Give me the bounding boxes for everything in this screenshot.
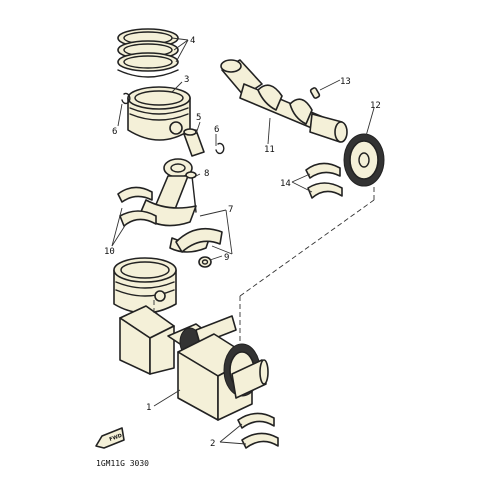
cam-sprocket bbox=[343, 133, 385, 187]
callout-1: 1 bbox=[146, 403, 151, 413]
piston-rings bbox=[117, 28, 179, 78]
rod-bolt bbox=[185, 171, 197, 213]
dowel-pin bbox=[309, 87, 321, 99]
callout-2: 2 bbox=[210, 439, 215, 449]
forward-arrow: FWD bbox=[95, 427, 125, 449]
callout-3: 3 bbox=[184, 75, 189, 85]
rod-nut bbox=[198, 256, 212, 268]
circlip-left bbox=[121, 92, 131, 105]
bearing-shells-left bbox=[117, 186, 157, 227]
camshaft bbox=[220, 59, 348, 143]
circlip-right bbox=[215, 142, 225, 155]
piston-pin bbox=[183, 128, 205, 157]
callout-6-right: 6 bbox=[214, 125, 219, 135]
callout-4: 4 bbox=[190, 36, 195, 46]
piston-lower bbox=[113, 257, 177, 314]
callout-6-left: 6 bbox=[112, 127, 117, 137]
fwd-label: FWD bbox=[109, 433, 123, 443]
callout-12: 12 bbox=[370, 101, 381, 111]
crankshaft bbox=[119, 305, 269, 421]
bearing-shells-cam bbox=[305, 162, 343, 199]
callout-9: 9 bbox=[224, 253, 229, 263]
piston-upper bbox=[127, 86, 191, 141]
connecting-rod bbox=[139, 158, 223, 253]
callout-10: 10 bbox=[104, 247, 115, 257]
bearing-shells-main bbox=[237, 412, 279, 449]
callout-5: 5 bbox=[196, 113, 201, 123]
callout-14: 14 bbox=[280, 179, 291, 189]
leader-lines bbox=[111, 37, 375, 445]
diagram-code: 1GM11G 3030 bbox=[96, 459, 149, 468]
callout-labels: 4 3 6 5 6 8 7 9 10 11 13 12 14 1 2 bbox=[104, 36, 381, 449]
callout-7: 7 bbox=[228, 205, 233, 215]
callout-13: 13 bbox=[340, 77, 351, 87]
callout-8: 8 bbox=[204, 169, 209, 179]
callout-11: 11 bbox=[264, 145, 275, 155]
